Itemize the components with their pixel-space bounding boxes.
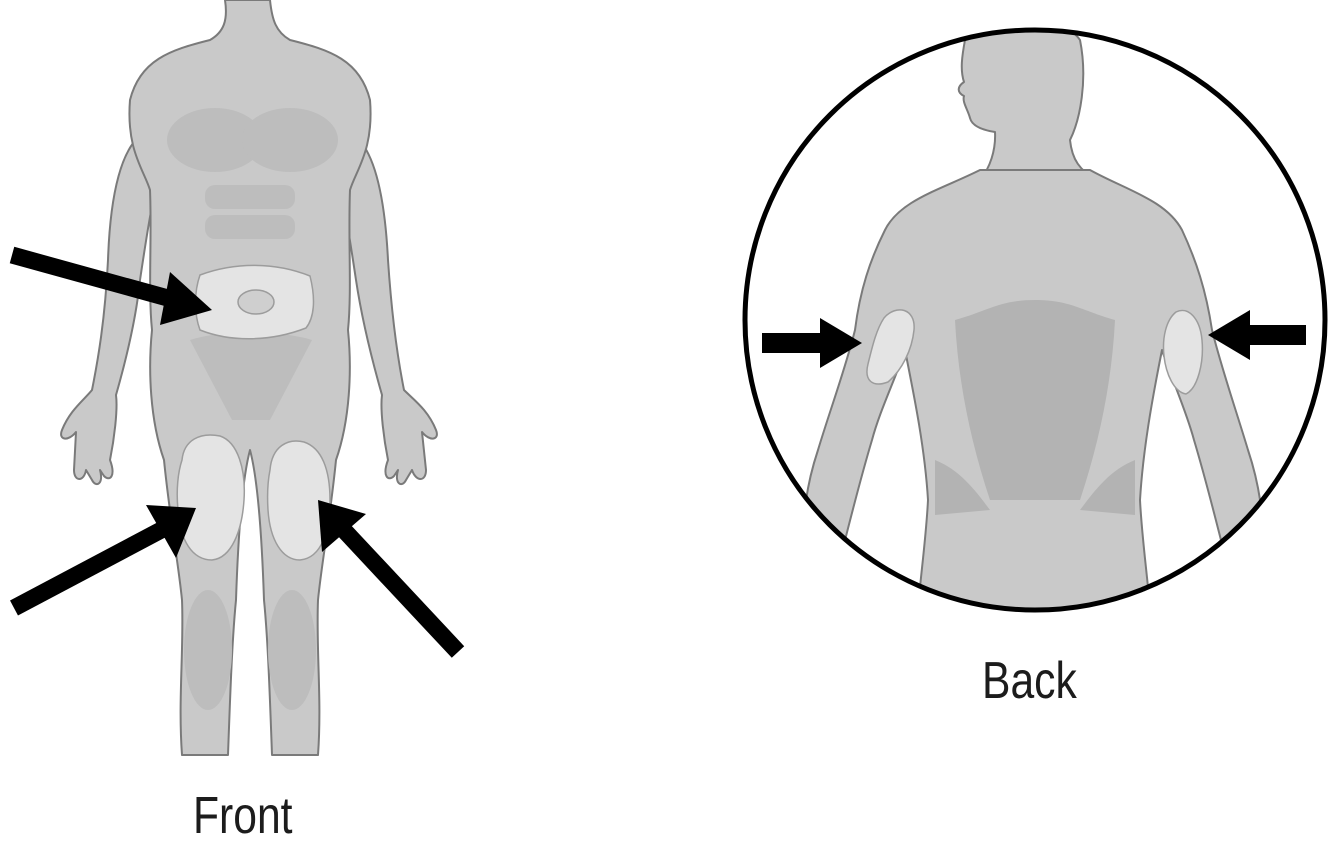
left-thigh-injection-site xyxy=(177,435,244,560)
back-head xyxy=(959,18,1096,181)
left-thigh-arrow-icon xyxy=(14,505,196,608)
back-view-circle xyxy=(745,18,1325,611)
front-caption: Front xyxy=(193,790,293,842)
navel-icon xyxy=(238,290,274,314)
right-upper-arm-injection-site xyxy=(1164,310,1203,394)
right-thigh-injection-site xyxy=(268,441,330,560)
right-thigh-arrow-icon xyxy=(318,500,458,652)
back-caption: Back xyxy=(982,655,1077,707)
right-upper-arm-arrow-icon xyxy=(1208,310,1306,360)
front-left-arm xyxy=(61,130,160,484)
